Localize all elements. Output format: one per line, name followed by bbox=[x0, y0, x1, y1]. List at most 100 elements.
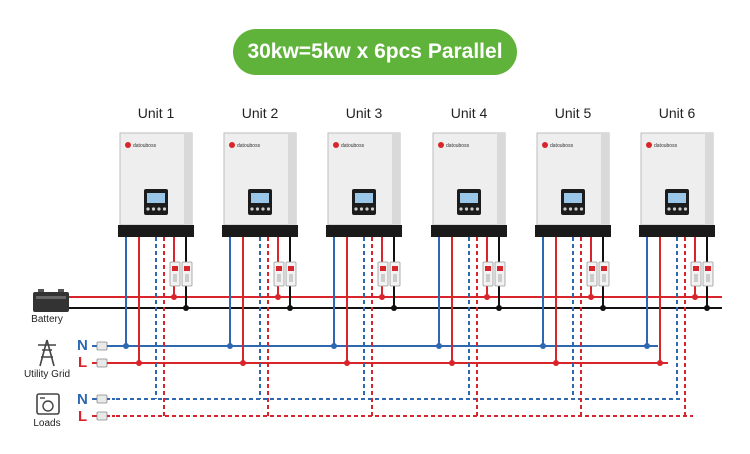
lcd-screen-1 bbox=[147, 193, 165, 203]
brand-text-4: datouboss bbox=[446, 143, 470, 149]
inverter-base-4 bbox=[431, 225, 507, 237]
dc-breaker-icon-2-1 bbox=[273, 261, 285, 287]
inverter-side-1 bbox=[184, 133, 192, 225]
inverter-unit-6: datouboss bbox=[639, 132, 715, 237]
battery-positive-junction-4 bbox=[484, 294, 490, 300]
inverter-side-5 bbox=[601, 133, 609, 225]
dc-breaker-icon-1-1 bbox=[169, 261, 181, 287]
unit-label-2: Unit 2 bbox=[241, 105, 279, 121]
grid-neutral-junction-3 bbox=[331, 343, 337, 349]
inverter-base-2 bbox=[222, 225, 298, 237]
grid-neutral-junction-2 bbox=[227, 343, 233, 349]
battery-positive-junction-6 bbox=[692, 294, 698, 300]
panel-button-icon bbox=[683, 207, 688, 211]
battery-label: Battery bbox=[31, 314, 63, 325]
lcd-screen-6 bbox=[668, 193, 686, 203]
grid-neutral-terminal-icon bbox=[92, 341, 116, 351]
grid-neutral-letter: N bbox=[77, 337, 88, 354]
unit-label-6: Unit 6 bbox=[658, 105, 696, 121]
grid-line-junction-1 bbox=[136, 360, 142, 366]
unit-label-4: Unit 4 bbox=[450, 105, 488, 121]
dc-breaker-icon-6-1 bbox=[690, 261, 702, 287]
inverter-side-4 bbox=[497, 133, 505, 225]
grid-line-junction-2 bbox=[240, 360, 246, 366]
dc-breaker-icon-4-2 bbox=[494, 261, 506, 287]
brand-logo-icon-4 bbox=[438, 142, 444, 148]
panel-button-icon bbox=[672, 207, 677, 211]
load-neutral-letter: N bbox=[77, 391, 88, 408]
battery-negative-junction-1 bbox=[183, 305, 189, 311]
dc-breaker-icon-5-2 bbox=[598, 261, 610, 287]
battery-negative-junction-6 bbox=[704, 305, 710, 311]
grid-line-junction-6 bbox=[657, 360, 663, 366]
unit-label-3: Unit 3 bbox=[345, 105, 383, 121]
brand-text-2: datouboss bbox=[237, 143, 261, 149]
battery-negative-junction-5 bbox=[600, 305, 606, 311]
dc-breaker-icon-3-1 bbox=[377, 261, 389, 287]
brand-text-3: datouboss bbox=[341, 143, 365, 149]
inverter-side-6 bbox=[705, 133, 713, 225]
dc-breaker-icon-6-2 bbox=[702, 261, 714, 287]
battery-positive-junction-1 bbox=[171, 294, 177, 300]
brand-logo-icon-6 bbox=[646, 142, 652, 148]
panel-button-icon bbox=[146, 207, 150, 211]
grid-line-terminal-icon bbox=[92, 358, 116, 368]
power-tower-icon bbox=[38, 339, 56, 367]
panel-button-icon bbox=[370, 207, 375, 211]
inverter-base-5 bbox=[535, 225, 611, 237]
inverter-unit-5: datouboss bbox=[535, 132, 611, 237]
panel-button-icon bbox=[359, 207, 364, 211]
inverter-base-3 bbox=[326, 225, 402, 237]
battery-positive-junction-3 bbox=[379, 294, 385, 300]
utility-grid-label: Utility Grid bbox=[23, 369, 71, 380]
dc-breaker-icon-1-2 bbox=[181, 261, 193, 287]
inverter-base-6 bbox=[639, 225, 715, 237]
dc-breaker-icon-3-2 bbox=[389, 261, 401, 287]
panel-button-icon bbox=[579, 207, 584, 211]
unit-label-5: Unit 5 bbox=[554, 105, 592, 121]
brand-logo-icon-3 bbox=[333, 142, 339, 148]
load-neutral-terminal-icon bbox=[92, 394, 116, 404]
inverter-unit-4: datouboss bbox=[431, 132, 507, 237]
panel-button-icon bbox=[365, 207, 369, 211]
title-banner: 30kw=5kw x 6pcs Parallel bbox=[233, 29, 517, 75]
inverter-unit-2: datouboss bbox=[222, 132, 298, 237]
dc-breaker-icon-4-1 bbox=[482, 261, 494, 287]
brand-logo-icon-1 bbox=[125, 142, 131, 148]
inverter-unit-3: datouboss bbox=[326, 132, 402, 237]
panel-button-icon bbox=[250, 207, 254, 211]
grid-line-letter: L bbox=[78, 354, 88, 371]
grid-neutral-junction-5 bbox=[540, 343, 546, 349]
panel-button-icon bbox=[151, 207, 156, 211]
load-line-letter: L bbox=[78, 408, 88, 425]
panel-button-icon bbox=[162, 207, 167, 211]
loads-label: Loads bbox=[33, 418, 61, 429]
panel-button-icon bbox=[261, 207, 265, 211]
grid-neutral-junction-4 bbox=[436, 343, 442, 349]
lcd-screen-3 bbox=[355, 193, 373, 203]
brand-text-6: datouboss bbox=[654, 143, 678, 149]
panel-button-icon bbox=[475, 207, 480, 211]
grid-line-junction-4 bbox=[449, 360, 455, 366]
panel-button-icon bbox=[563, 207, 567, 211]
lcd-screen-4 bbox=[460, 193, 478, 203]
panel-button-icon bbox=[255, 207, 260, 211]
brand-logo-icon-5 bbox=[542, 142, 548, 148]
battery-positive-junction-5 bbox=[588, 294, 594, 300]
battery-positive-junction-2 bbox=[275, 294, 281, 300]
panel-button-icon bbox=[678, 207, 682, 211]
battery-icon bbox=[33, 289, 69, 312]
inverter-side-3 bbox=[392, 133, 400, 225]
panel-button-icon bbox=[574, 207, 578, 211]
unit-label-1: Unit 1 bbox=[137, 105, 175, 121]
brand-text-5: datouboss bbox=[550, 143, 574, 149]
lcd-screen-2 bbox=[251, 193, 269, 203]
panel-button-icon bbox=[667, 207, 671, 211]
panel-button-icon bbox=[266, 207, 271, 211]
grid-line-junction-5 bbox=[553, 360, 559, 366]
panel-button-icon bbox=[157, 207, 161, 211]
dc-breaker-icon-5-1 bbox=[586, 261, 598, 287]
panel-button-icon bbox=[464, 207, 469, 211]
panel-button-icon bbox=[459, 207, 463, 211]
